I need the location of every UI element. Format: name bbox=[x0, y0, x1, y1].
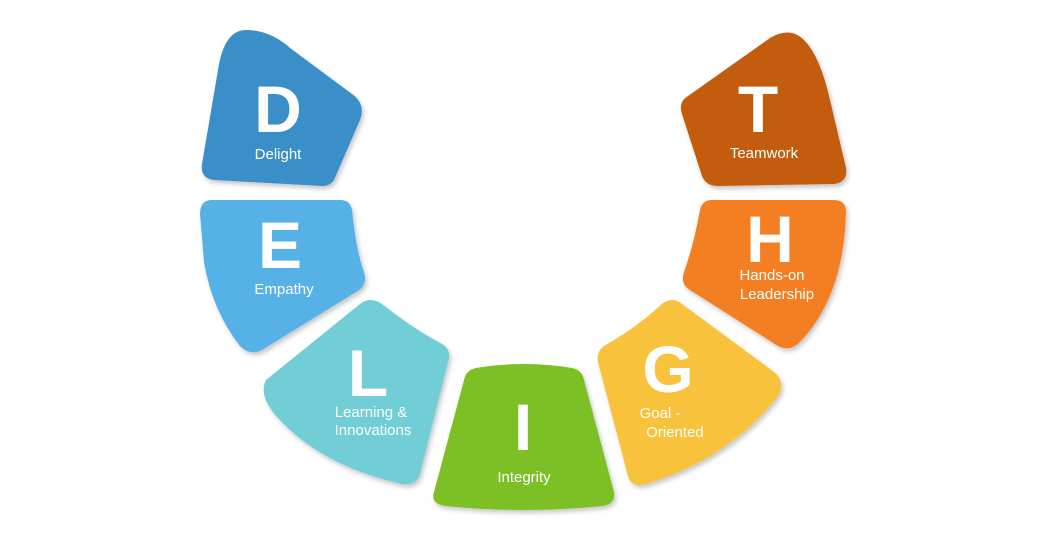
tile-letter-delight: D bbox=[254, 72, 302, 146]
tile-shape-goal bbox=[597, 300, 782, 485]
tile-letter-empathy: E bbox=[258, 208, 302, 282]
tile-letter-integrity: I bbox=[514, 390, 532, 464]
tile-label-goal-1: Goal - bbox=[640, 405, 681, 422]
tile-label-integrity: Integrity bbox=[497, 469, 551, 486]
tile-label-hands-on-1: Hands-on bbox=[739, 267, 804, 284]
tile-shape-teamwork bbox=[680, 32, 847, 186]
tile-label-delight: Delight bbox=[255, 146, 303, 163]
tile-label-empathy: Empathy bbox=[254, 281, 314, 298]
tile-label-goal-2: Oriented bbox=[646, 424, 704, 441]
tile-shape-empathy bbox=[200, 200, 365, 353]
tile-letter-goal: G bbox=[642, 332, 693, 406]
tile-letter-teamwork: T bbox=[738, 72, 778, 146]
tile-label-learning-2: Innovations bbox=[335, 422, 412, 439]
tile-label-hands-on-2: Leadership bbox=[740, 286, 814, 303]
tile-shape-hands-on bbox=[682, 200, 846, 349]
tile-letter-learning: L bbox=[348, 336, 388, 410]
tile-hands-on: H Hands-on Leadership bbox=[682, 200, 846, 349]
tile-shape-learning bbox=[263, 300, 450, 485]
tile-empathy: E Empathy bbox=[200, 200, 365, 353]
tile-teamwork: T Teamwork bbox=[680, 32, 847, 186]
tile-label-teamwork: Teamwork bbox=[730, 145, 799, 162]
tile-delight: D Delight bbox=[201, 30, 362, 186]
tile-learning: L Learning & Innovations bbox=[263, 300, 450, 485]
tile-goal: G Goal - Oriented bbox=[597, 300, 782, 485]
tile-shape-delight bbox=[201, 30, 362, 186]
tile-letter-hands-on: H bbox=[746, 202, 794, 276]
tile-integrity: I Integrity bbox=[433, 364, 615, 510]
tile-shape-integrity bbox=[433, 364, 615, 510]
tile-label-learning-1: Learning & bbox=[335, 404, 408, 421]
